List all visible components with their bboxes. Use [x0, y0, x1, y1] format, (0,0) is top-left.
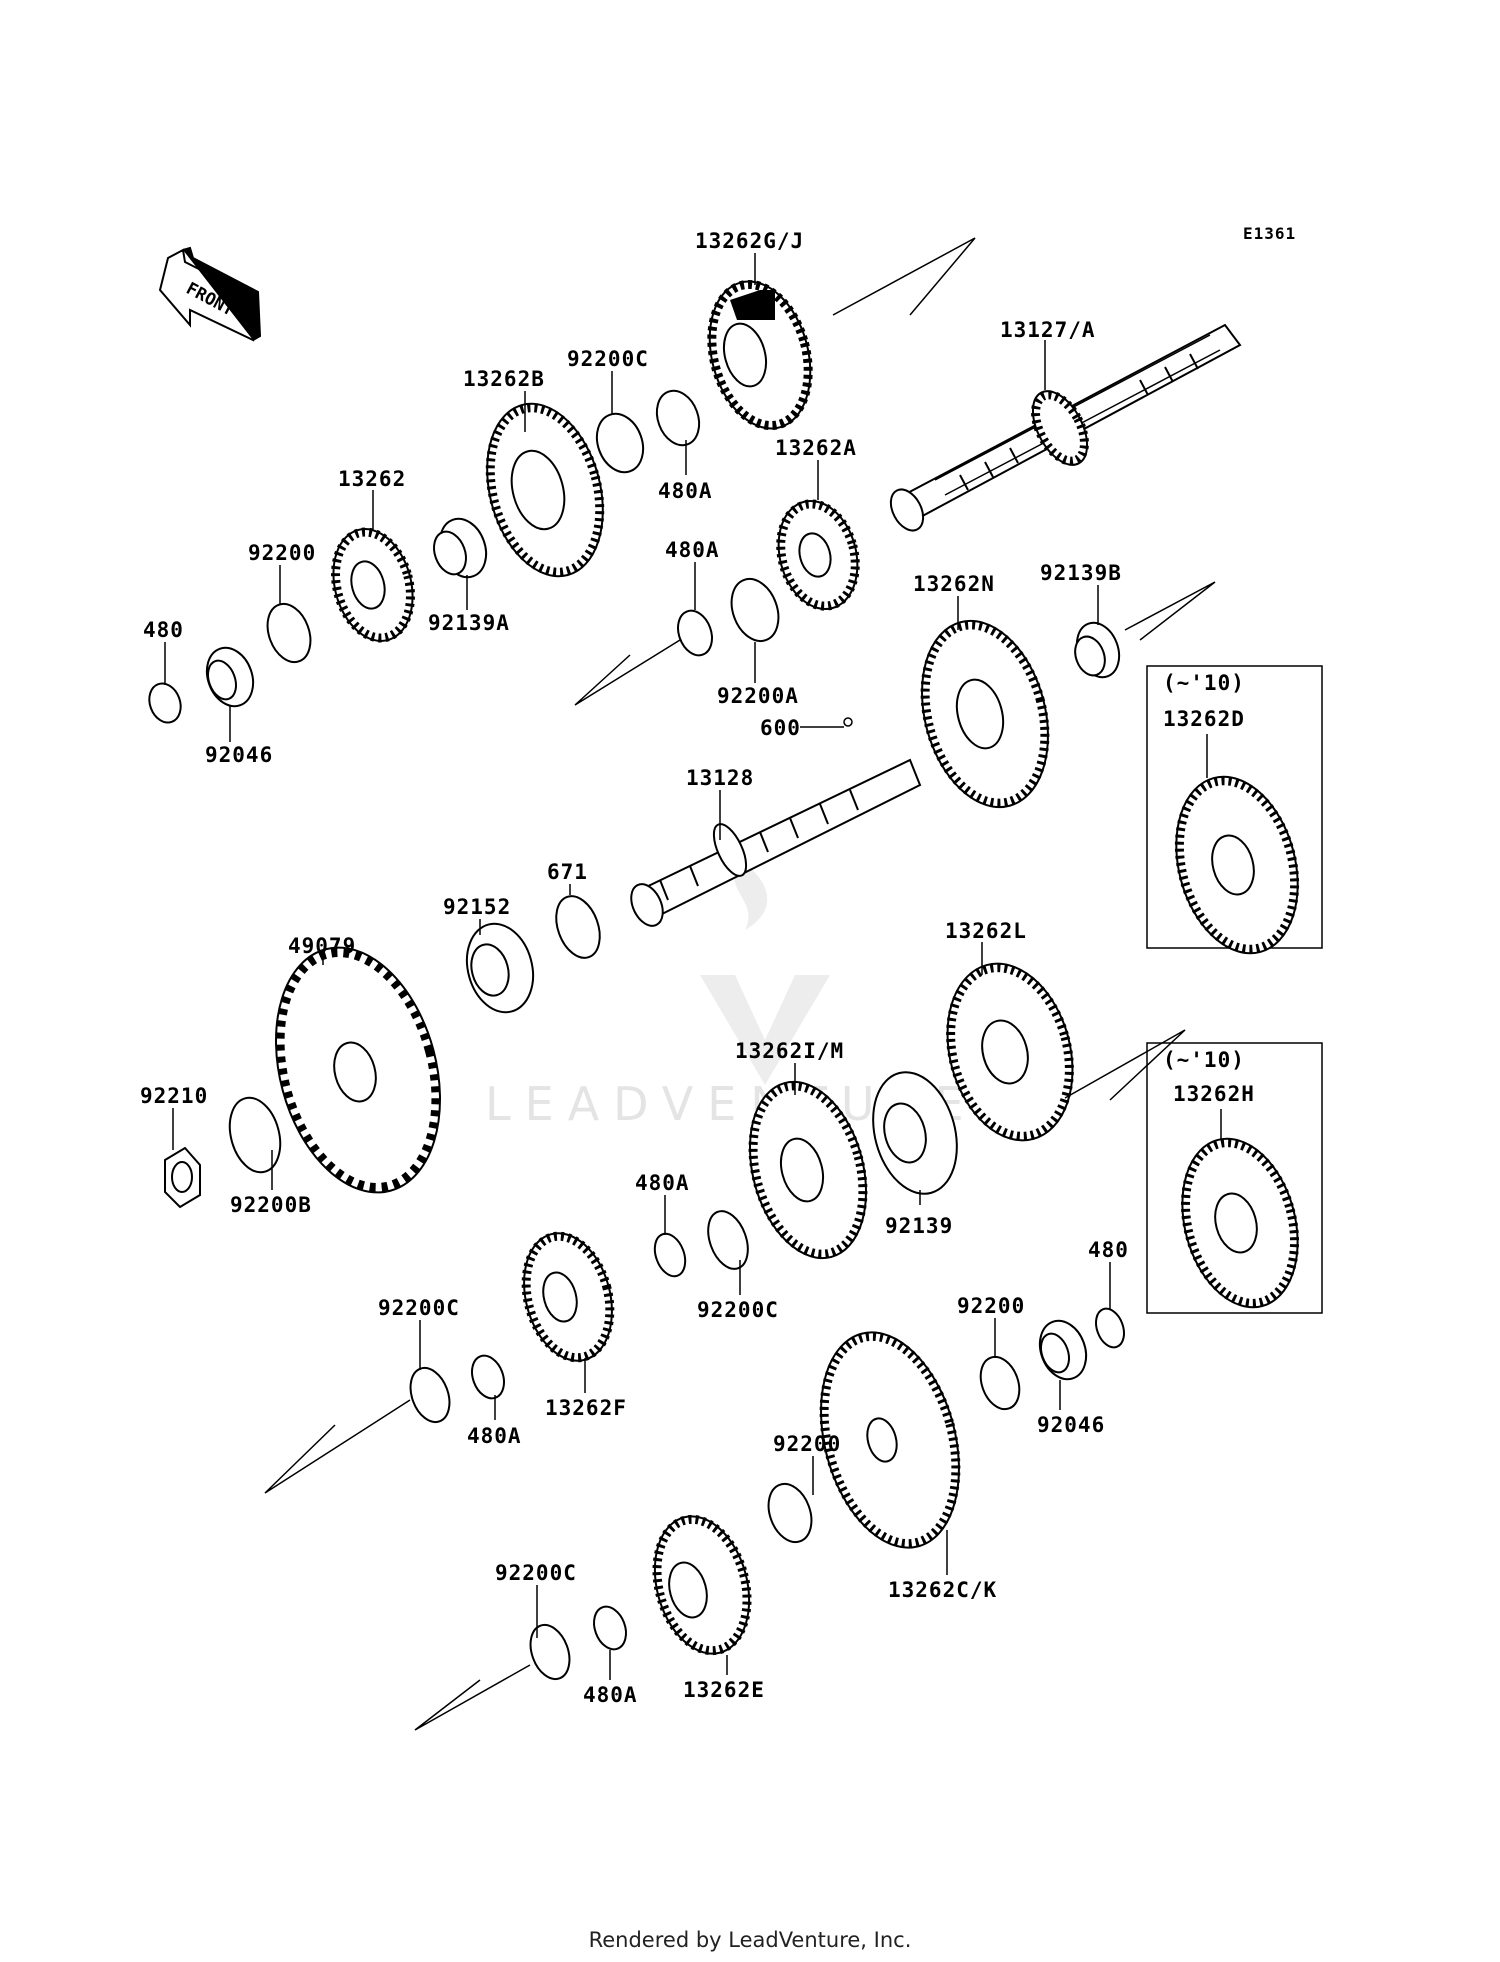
oring-671: [555, 895, 601, 959]
assembly-guide-lines: [264, 237, 1216, 1731]
gear-13262L: [946, 962, 1074, 1142]
inset-top-note: (~'10): [1163, 671, 1245, 695]
label-600: 600: [760, 716, 801, 740]
label-13262IM: 13262I/M: [735, 1039, 844, 1063]
label-92046-right: 92046: [1037, 1413, 1105, 1437]
label-92139B: 92139B: [1040, 561, 1122, 585]
label-13262N: 13262N: [913, 572, 995, 596]
bearing-92046-left: [205, 646, 255, 708]
gear-13262B: [485, 402, 605, 578]
circlip-480A-mid: [677, 609, 713, 657]
gear-13262F: [521, 1231, 615, 1363]
washer-92200C-top: [595, 412, 645, 474]
label-13128: 13128: [686, 766, 754, 790]
label-480A-top: 480A: [658, 479, 713, 503]
gear-13262GJ: [707, 279, 813, 431]
label-671: 671: [547, 860, 588, 884]
label-49079: 49079: [288, 934, 356, 958]
washer-92200C-low: [707, 1210, 749, 1270]
inset-top-part: 13262D: [1163, 707, 1245, 731]
footer-credit: Rendered by LeadVenture, Inc.: [588, 1928, 912, 1952]
circlip-480A-left: [471, 1354, 505, 1400]
gear-13262N: [920, 619, 1050, 809]
gear-13262IM: [748, 1080, 868, 1260]
label-92200C-low: 92200C: [697, 1298, 779, 1322]
label-13127A: 13127/A: [1000, 318, 1096, 342]
bearing-92152: [465, 922, 535, 1014]
inset-bottom-note: (~'10): [1163, 1048, 1245, 1072]
label-92200-right: 92200: [957, 1294, 1025, 1318]
washer-92200-bottom: [767, 1482, 813, 1544]
label-480-right: 480: [1088, 1238, 1129, 1262]
washer-92200-top: [266, 602, 312, 664]
label-13262: 13262: [338, 467, 406, 491]
label-92200C-left: 92200C: [378, 1296, 460, 1320]
inset-box-bottom: (~'10) 13262H: [1146, 1042, 1323, 1314]
label-13262CK: 13262C/K: [888, 1578, 997, 1602]
bearing-92139A: [433, 517, 488, 579]
label-480A-bottom: 480A: [583, 1683, 638, 1707]
label-480-left: 480: [143, 618, 184, 642]
front-arrow-icon: FRONT: [158, 246, 262, 342]
part-labels: 13262G/J 13127/A 92200C 13262B 480A 1326…: [140, 229, 1129, 1707]
gear-13262: [331, 527, 415, 643]
washer-92200B: [228, 1096, 282, 1174]
label-92152: 92152: [443, 895, 511, 919]
gear-13262A: [776, 499, 860, 611]
label-92200-top: 92200: [248, 541, 316, 565]
washer-92200C-bottom: [529, 1623, 571, 1681]
label-480A-left: 480A: [467, 1424, 522, 1448]
shaft-13128: [630, 717, 922, 927]
label-13262A: 13262A: [775, 436, 857, 460]
label-13262E: 13262E: [683, 1678, 765, 1702]
shaft-13127: [889, 323, 1242, 532]
label-92200C-bottom: 92200C: [495, 1561, 577, 1585]
label-92200-bottom: 92200: [773, 1432, 841, 1456]
label-92139A: 92139A: [428, 611, 510, 635]
circlip-480A-top: [655, 389, 701, 447]
label-480A-low: 480A: [635, 1171, 690, 1195]
sprocket-49079: [275, 946, 441, 1194]
bearing-92139: [872, 1071, 958, 1195]
label-13262B: 13262B: [463, 367, 545, 391]
washer-92200A: [730, 578, 780, 642]
label-13262GJ: 13262G/J: [695, 229, 804, 253]
label-92139: 92139: [885, 1214, 953, 1238]
label-92046-left: 92046: [205, 743, 273, 767]
nut-92210: [164, 1146, 201, 1209]
label-480A-mid: 480A: [665, 538, 720, 562]
gear-13262CK: [819, 1331, 961, 1549]
inset-bottom-part: 13262H: [1173, 1082, 1255, 1106]
inset-box-top: (~'10) 13262D: [1146, 665, 1323, 955]
label-13262F: 13262F: [545, 1396, 627, 1420]
washer-92200-right: [979, 1355, 1021, 1411]
circlip-480-left: [148, 682, 182, 724]
circlip-480A-bottom: [593, 1605, 627, 1651]
label-13262L: 13262L: [945, 919, 1027, 943]
label-92200C-top: 92200C: [567, 347, 649, 371]
gear-13262E: [652, 1514, 752, 1656]
bushing-92139B: [1074, 621, 1121, 679]
leader-lines: [164, 253, 1111, 1680]
label-92210: 92210: [140, 1084, 208, 1108]
diagram-code: E1361: [1243, 224, 1296, 243]
label-92200B: 92200B: [230, 1193, 312, 1217]
bearing-92046-right: [1038, 1319, 1088, 1381]
circlip-480-right: [1094, 1307, 1126, 1349]
label-92200A: 92200A: [717, 684, 799, 708]
washer-92200C-left: [409, 1366, 451, 1424]
circlip-480A-low: [653, 1232, 687, 1278]
